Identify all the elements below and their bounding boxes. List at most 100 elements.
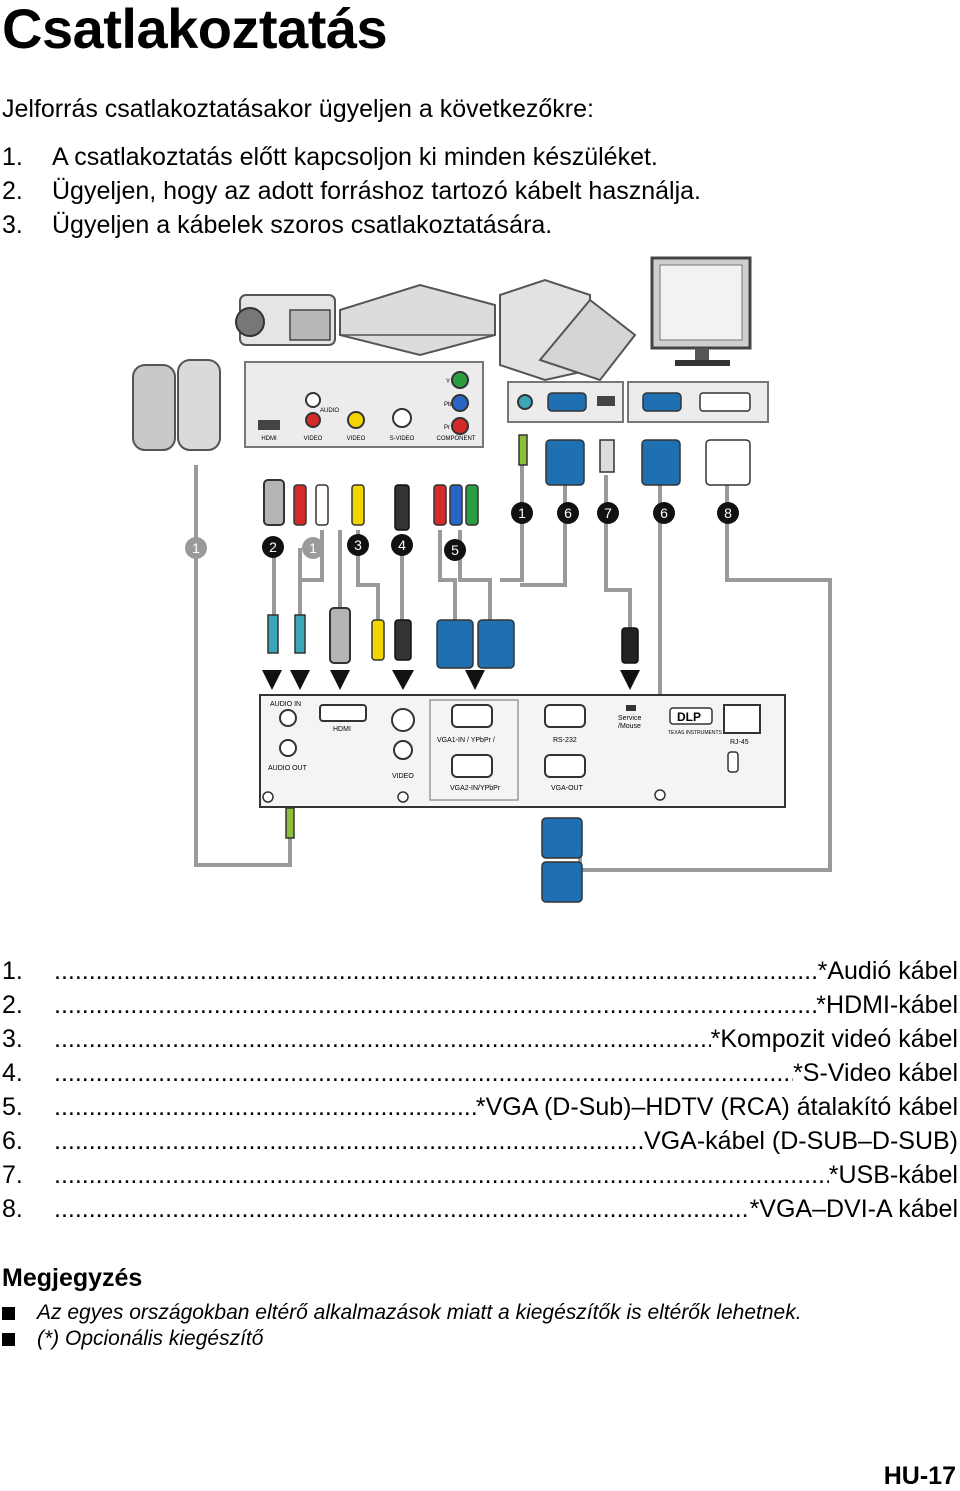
legend-item: 3. *Kompozit videó kábel [2,1022,958,1056]
legend-item: 4. *S-Video kábel [2,1056,958,1090]
port-label-video: VIDEO [347,436,366,442]
callout-number: 3 [354,537,362,553]
speakers-icon [132,359,221,451]
legend-text: *Audió kábel [817,957,958,985]
square-bullet-icon [2,1306,15,1320]
ti-logo-text: TEXAS INSTRUMENTS [668,730,723,736]
monitor-icon [650,256,752,366]
note-item: Az egyes országokban eltérő alkalmazások… [2,1300,802,1326]
connection-diagram: HDMI AUDIO VIDEO VIDEO S-VIDEO Y Pb Pr C… [132,256,832,903]
legend-item: 5. *VGA (D-Sub)–HDTV (RCA) átalakító kábe… [2,1090,958,1124]
port-label-pb: Pb [444,402,452,408]
legend-text: *VGA–DVI-A kábel [749,1195,958,1223]
projector-port-service: Service [618,715,641,722]
step-number: 2. [2,177,23,205]
legend-number: 7. [2,1161,23,1189]
legend-item: 8. *VGA–DVI-A kábel [2,1192,958,1226]
av-source-panel: HDMI AUDIO VIDEO VIDEO S-VIDEO Y Pb Pr C… [244,361,484,448]
camcorder-icon [235,294,336,346]
leader-dots [54,1056,793,1090]
callout-number: 1 [309,540,317,556]
step-text: Ügyeljen a kábelek szoros csatlakoztatás… [52,211,553,239]
callout-number: 7 [604,505,612,521]
projector-port-audio-in: AUDIO IN [270,701,301,708]
projector-port-mouse: /Mouse [618,723,641,730]
notes-list: Az egyes országokban eltérő alkalmazások… [2,1300,802,1352]
port-label-video: VIDEO [304,436,323,442]
port-label-svideo: S-VIDEO [390,436,415,442]
step-number: 1. [2,143,23,171]
step-item: 3. Ügyeljen a kábelek szoros csatlakoztat… [2,208,701,242]
legend-item: 2. *HDMI-kábel [2,988,958,1022]
step-text: Ügyeljen, hogy az adott forráshoz tartoz… [52,177,701,205]
intro-text: Jelforrás csatlakoztatásakor ügyeljen a … [2,95,594,123]
cable-plugs-bottom [267,607,639,669]
leader-dots [54,1124,644,1158]
callout-number: 6 [564,505,572,521]
projector-panel: AUDIO IN AUDIO OUT HDMI VIDEO VGA1-IN / … [259,694,786,808]
legend-text: VGA-kábel (D-SUB–D-SUB) [644,1127,958,1155]
callout-number: 5 [451,542,459,558]
projector-port-vga1: VGA1-IN / YPbPr / [437,737,495,744]
projector-port-rs232: RS-232 [553,737,577,744]
legend-number: 5. [2,1093,23,1121]
computer-port-panel [507,381,769,423]
step-text: A csatlakoztatás előtt kapcsoljon ki min… [52,143,658,171]
projector-port-audio-out: AUDIO OUT [268,765,308,772]
dlp-logo: DLP TEXAS INSTRUMENTS [668,707,723,736]
page-title: Csatlakoztatás [2,0,388,60]
port-label-component: COMPONENT [437,436,476,442]
projector-port-video: VIDEO [392,773,414,780]
port-label-y: Y [446,379,450,385]
port-label-pr: Pr [444,425,450,431]
legend-item: 6. VGA-kábel (D-SUB–D-SUB) [2,1124,958,1158]
legend-number: 3. [2,1025,23,1053]
leader-dots [54,988,816,1022]
leader-dots [54,1022,711,1056]
note-text: (*) Opcionális kiegészítő [37,1327,264,1350]
leader-dots [54,1192,750,1226]
projector-port-hdmi: HDMI [333,726,351,733]
step-item: 1. A csatlakoztatás előtt kapcsoljon ki m… [2,140,701,174]
legend-number: 2. [2,991,23,1019]
callout-number: 1 [518,505,526,521]
laptop-icon [538,298,637,382]
legend-number: 1. [2,957,23,985]
legend-number: 6. [2,1127,23,1155]
callout-number: 6 [660,505,668,521]
legend-number: 8. [2,1195,23,1223]
callout-number: 2 [269,539,277,555]
callout-number: 8 [724,505,732,521]
port-label-hdmi: HDMI [261,436,277,442]
callout-markers: 1 6 7 6 8 1 2 1 3 4 5 [185,502,739,561]
legend-item: 1. *Audió kábel [2,954,958,988]
legend-text: *Kompozit videó kábel [710,1025,958,1053]
leader-dots [54,954,818,988]
cable-legend: 1. *Audió kábel 2. *HDMI-kábel 3. *Kompozit… [2,954,958,1226]
cable-plugs-top [263,434,751,531]
port-label-audio: AUDIO [320,408,339,414]
step-item: 2. Ügyeljen, hogy az adott forráshoz tart… [2,174,701,208]
dlp-logo-text: DLP [677,710,701,724]
legend-text: *USB-kábel [828,1161,958,1189]
note-heading: Megjegyzés [2,1264,143,1292]
callout-number: 4 [398,537,406,553]
note-item: (*) Opcionális kiegészítő [2,1326,802,1352]
precaution-steps: 1. A csatlakoztatás előtt kapcsoljon ki m… [2,140,701,242]
page-number: HU-17 [883,1462,956,1490]
legend-text: *S-Video kábel [793,1059,958,1087]
leader-dots [54,1158,829,1192]
vga-out-plugs [285,807,583,903]
projector-port-rj45: RJ-45 [730,739,749,746]
dvd-player-icon [339,283,496,357]
legend-text: *HDMI-kábel [816,991,958,1019]
square-bullet-icon [2,1332,15,1346]
legend-text: *VGA (D-Sub)–HDTV (RCA) átalakító kábel [475,1093,958,1121]
step-number: 3. [2,211,23,239]
callout-number: 1 [192,540,200,556]
legend-item: 7. *USB-kábel [2,1158,958,1192]
projector-port-vga2: VGA2-IN/YPbPr [450,785,501,792]
legend-number: 4. [2,1059,23,1087]
leader-dots [54,1090,476,1124]
note-text: Az egyes országokban eltérő alkalmazások… [37,1301,802,1324]
